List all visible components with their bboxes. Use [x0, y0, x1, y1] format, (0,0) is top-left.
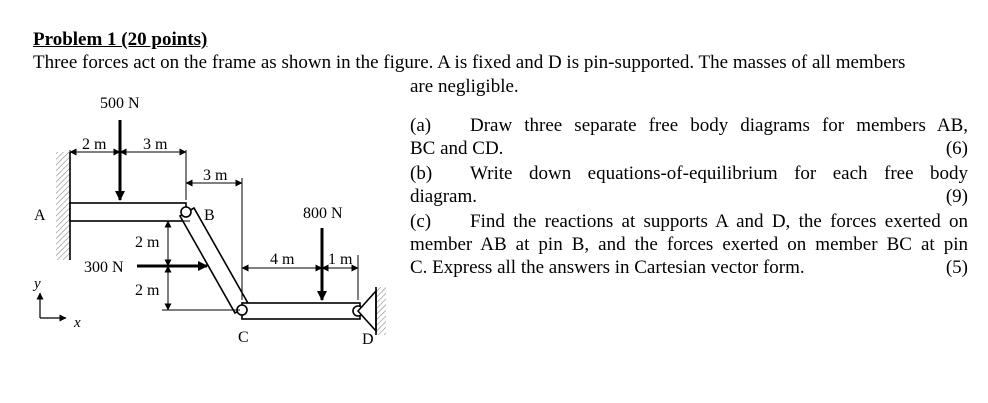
problem-intro-line-1: Three forces act on the frame as shown i…	[33, 52, 906, 73]
problem-intro-line-2: are negligible.	[410, 76, 519, 97]
dim-3m-mid-label: 3 m	[203, 167, 228, 184]
support-d-ground	[376, 287, 386, 335]
question-a-line-1: (a) Draw three separate free body diagra…	[410, 114, 968, 137]
question-c-line-1: (c) Find the reactions at supports A and…	[410, 210, 968, 233]
axis-y-label: y	[32, 276, 41, 292]
question-c-line-3: C. Express all the answers in Cartesian …	[410, 256, 968, 279]
point-b-label: B	[204, 207, 215, 224]
question-b-line-2: diagram. (9)	[410, 185, 968, 208]
axis-x-label: x	[73, 315, 81, 331]
question-a-line-2: BC and CD. (6)	[410, 137, 968, 160]
dim-3m-top-label: 3 m	[143, 136, 168, 153]
problem-heading: Problem 1 (20 points)	[33, 29, 208, 50]
question-b-text-1: Write down equations-of-equilibrium for …	[470, 163, 968, 184]
force-300-label: 300 N	[84, 259, 124, 276]
question-a: (a) Draw three separate free body diagra…	[410, 114, 968, 160]
question-b: (b) Write down equations-of-equilibrium …	[410, 162, 968, 208]
dim-2m-lower-label: 2 m	[135, 282, 160, 299]
question-c-line-2: member AB at pin B, and the forces exert…	[410, 233, 968, 256]
point-c-label: C	[238, 329, 249, 346]
question-c-points: (5)	[945, 257, 968, 278]
question-a-label: (a)	[410, 115, 432, 136]
force-500-label: 500 N	[100, 95, 140, 112]
member-cd	[241, 302, 361, 320]
member-ab	[69, 202, 187, 222]
question-a-points: (6)	[945, 138, 968, 159]
question-c-text-3: C. Express all the answers in Cartesian …	[410, 257, 805, 278]
point-a-label: A	[34, 207, 46, 224]
question-b-line-1: (b) Write down equations-of-equilibrium …	[410, 162, 968, 185]
pin-b	[180, 206, 192, 218]
dim-1m-label: 1 m	[328, 251, 353, 268]
question-c-text-1: Find the reactions at supports A and D, …	[470, 211, 968, 232]
pin-support-d	[356, 288, 377, 334]
question-b-label: (b)	[410, 163, 433, 184]
dim-2m-upper-label: 2 m	[135, 234, 160, 251]
fixed-wall-a	[56, 152, 70, 260]
dim-4m-label: 4 m	[270, 251, 295, 268]
question-b-points: (9)	[945, 186, 968, 207]
question-b-text-2: diagram.	[410, 186, 478, 207]
question-c-label: (c)	[410, 211, 432, 232]
point-d-label: D	[362, 331, 374, 348]
force-800-label: 800 N	[303, 205, 343, 222]
dim-2m-top-label: 2 m	[82, 136, 107, 153]
question-c-text-2: member AB at pin B, and the forces exert…	[410, 234, 968, 255]
question-c: (c) Find the reactions at supports A and…	[410, 210, 968, 279]
question-a-text-2: BC and CD.	[410, 138, 504, 159]
question-a-text-1: Draw three separate free body diagrams f…	[470, 115, 968, 136]
